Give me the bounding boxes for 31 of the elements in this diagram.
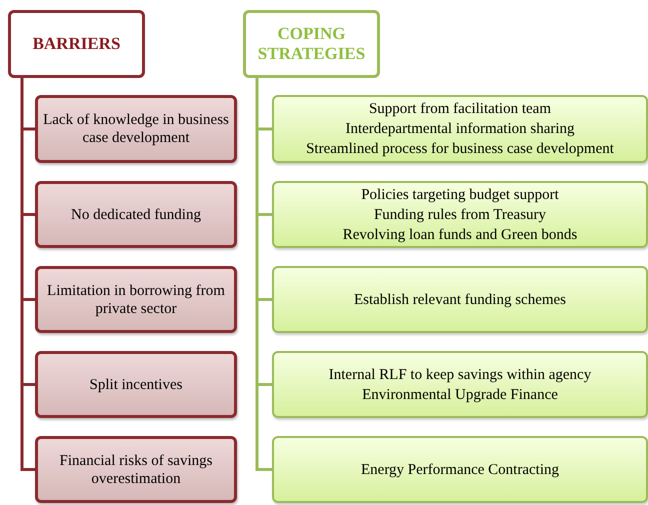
item-text: Internal RLF to keep savings within agency	[328, 366, 592, 384]
item-text: Policies targeting budget support	[361, 186, 559, 204]
header-text: COPING STRATEGIES	[256, 24, 366, 64]
list-box	[272, 181, 648, 248]
header-box	[243, 10, 380, 78]
list-box	[35, 181, 237, 248]
header-text: BARRIERS	[32, 34, 120, 54]
item-text: No dedicated funding	[71, 206, 201, 224]
list-box	[35, 436, 237, 503]
list-box	[272, 351, 648, 418]
list-box	[35, 351, 237, 418]
connector-line	[20, 78, 35, 471]
list-box	[35, 95, 237, 163]
item-text: Revolving loan funds and Green bonds	[342, 226, 578, 244]
item-text: Establish relevant funding schemes	[354, 290, 566, 308]
header-box	[8, 10, 145, 78]
item-text: Financial risks of savings overestimation	[58, 452, 214, 488]
list-box	[272, 436, 648, 503]
item-text: Interdepartmental information sharing	[345, 120, 575, 138]
item-text: Energy Performance Contracting	[361, 460, 559, 478]
list-box	[35, 266, 237, 333]
item-text: Environmental Upgrade Finance	[362, 386, 558, 404]
item-text: Support from facilitation team	[368, 100, 552, 118]
list-box	[272, 266, 648, 333]
item-text: Split incentives	[90, 376, 182, 394]
item-text: Lack of knowledge in business case development	[42, 111, 230, 147]
item-text: Limitation in borrowing from private sector	[46, 282, 226, 318]
item-text: Funding rules from Treasury	[374, 206, 546, 224]
connector-line	[256, 78, 272, 471]
item-text: Streamlined process for business case development	[306, 140, 614, 158]
list-box	[272, 95, 648, 163]
